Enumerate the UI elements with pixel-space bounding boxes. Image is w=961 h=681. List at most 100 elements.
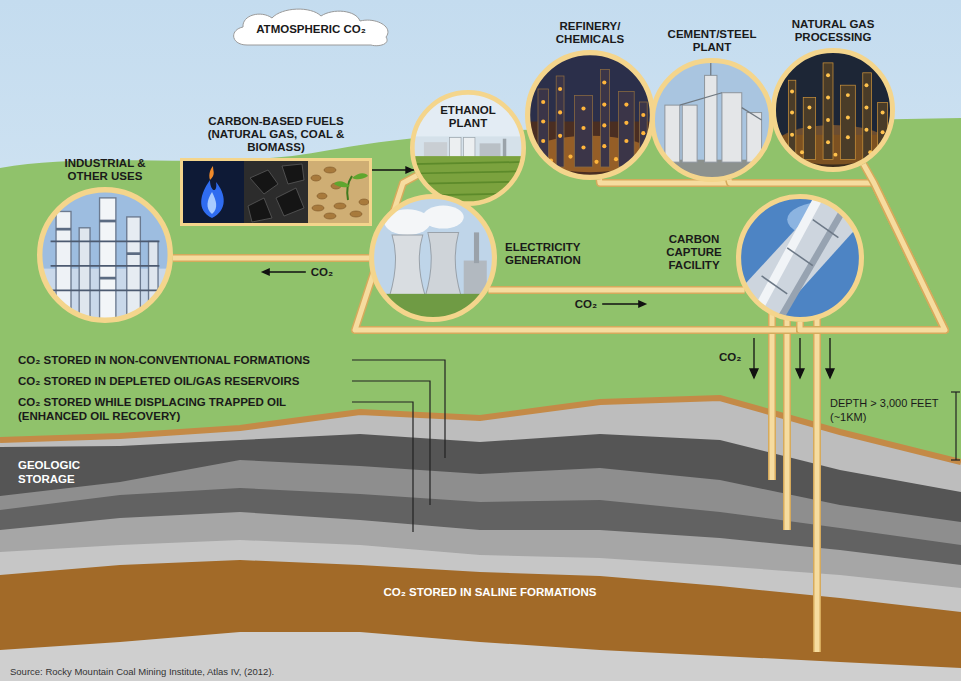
pipe-edge xyxy=(488,286,744,294)
facility-circle xyxy=(37,187,173,323)
fuel-image-box xyxy=(308,158,372,226)
leader-line xyxy=(352,360,445,458)
injection-pipe xyxy=(783,300,791,530)
connector xyxy=(173,258,369,276)
fuel-image-box xyxy=(311,167,369,219)
facility-circle xyxy=(624,139,628,143)
facility-circle xyxy=(846,135,850,139)
arrow-head xyxy=(405,166,414,174)
facility-circle xyxy=(389,235,425,296)
fuel-image-box xyxy=(312,205,324,211)
facility-circle xyxy=(474,232,479,263)
facility-circle xyxy=(372,197,495,320)
facility-circle xyxy=(881,130,885,134)
depth-bracket xyxy=(951,459,960,460)
facility-circle xyxy=(736,194,864,322)
flow-arrow xyxy=(750,338,834,378)
facility-circle xyxy=(424,142,447,157)
fuel-image-box xyxy=(209,166,213,180)
facility-circle xyxy=(863,73,872,160)
pipe-edge xyxy=(173,254,369,262)
facility-circle: CEMENT/STEEL PLANT xyxy=(650,58,774,182)
facility-circle xyxy=(541,100,545,104)
facility-circle xyxy=(773,50,892,169)
fuel-image-box xyxy=(180,158,244,226)
fuel-image-box xyxy=(311,175,321,181)
pipe-edge xyxy=(600,179,946,330)
facility-circle xyxy=(790,110,794,114)
facility-circle xyxy=(369,194,497,322)
facility-circle xyxy=(602,123,606,127)
facility-circle xyxy=(790,89,794,93)
fuel-image-box xyxy=(350,211,362,217)
connector xyxy=(600,179,946,330)
fuel-image-box xyxy=(248,198,272,222)
facility-circle xyxy=(581,126,585,130)
pipe-edge xyxy=(355,176,800,331)
facility-circle xyxy=(790,133,794,137)
facility-circle xyxy=(705,75,717,162)
region-label: GEOLOGIC STORAGE xyxy=(18,458,98,486)
flow-arrow xyxy=(796,369,804,378)
facility-circle xyxy=(525,50,655,180)
facility-circle xyxy=(410,90,526,206)
facility-circle: ETHANOL PLANT xyxy=(410,90,526,206)
edge-label: CO₂ xyxy=(575,297,597,311)
facility-circle xyxy=(100,220,116,223)
pipe-edge xyxy=(173,256,369,261)
facility-circle xyxy=(37,187,173,323)
facility-circle xyxy=(800,150,804,154)
node-label: REFINERY/ CHEMICALS xyxy=(545,20,635,46)
facility-circle xyxy=(425,232,461,296)
source-note: Source: Rocky Mountain Coal Mining Insti… xyxy=(10,665,274,679)
leader-line xyxy=(352,381,430,505)
facility-circle xyxy=(127,252,141,255)
arrow-head xyxy=(261,268,270,276)
facility-circle xyxy=(581,145,585,149)
fuel-image-box xyxy=(248,164,304,222)
facility-circle: NATURAL GAS PROCESSING xyxy=(771,48,895,172)
injection-pipe xyxy=(772,300,817,652)
facility-circle xyxy=(650,58,774,182)
facility-circle xyxy=(641,113,645,117)
facility-circle xyxy=(739,197,862,320)
facility-circle xyxy=(56,228,71,231)
facility-circle xyxy=(541,119,545,123)
flow-arrow xyxy=(829,338,830,370)
facility-circle xyxy=(771,48,895,172)
facility-circle xyxy=(100,277,116,280)
facility-circle xyxy=(602,103,606,107)
arrow-head xyxy=(638,300,647,308)
fuel-image-box xyxy=(352,173,368,179)
fuel-image-box xyxy=(182,160,371,225)
facility-circle xyxy=(771,48,895,172)
injection-pipe xyxy=(813,300,821,652)
depth-bracket xyxy=(951,392,960,460)
fuel-image-box xyxy=(282,164,304,184)
facility-circle xyxy=(864,106,868,110)
facility-circle xyxy=(574,96,592,168)
facility-circle xyxy=(736,194,864,322)
facility-circle xyxy=(788,63,887,160)
facility-circle xyxy=(602,144,606,148)
facility-circle xyxy=(410,162,526,164)
facility-circle xyxy=(807,106,811,110)
fuel-image-box: CARBON-BASED FUELS (NATURAL GAS, COAL & … xyxy=(180,158,372,226)
facility-circle xyxy=(826,96,830,100)
facility-circle xyxy=(51,241,160,290)
flow-arrow xyxy=(799,338,800,370)
facility-circle xyxy=(619,92,635,167)
flow-arrow xyxy=(602,303,641,304)
facility-circle xyxy=(624,103,628,107)
facility-circle xyxy=(641,131,645,135)
facility-circle xyxy=(840,85,855,159)
facility-circle xyxy=(410,162,526,196)
facility-circle xyxy=(790,73,884,156)
facility-circle xyxy=(846,93,850,97)
facility-circle xyxy=(600,70,609,168)
facility-circle xyxy=(528,53,653,178)
node-label: CEMENT/STEEL PLANT xyxy=(657,28,767,54)
facility-circle xyxy=(558,134,562,138)
facility-circle xyxy=(826,140,830,144)
facility-circle xyxy=(503,139,506,158)
